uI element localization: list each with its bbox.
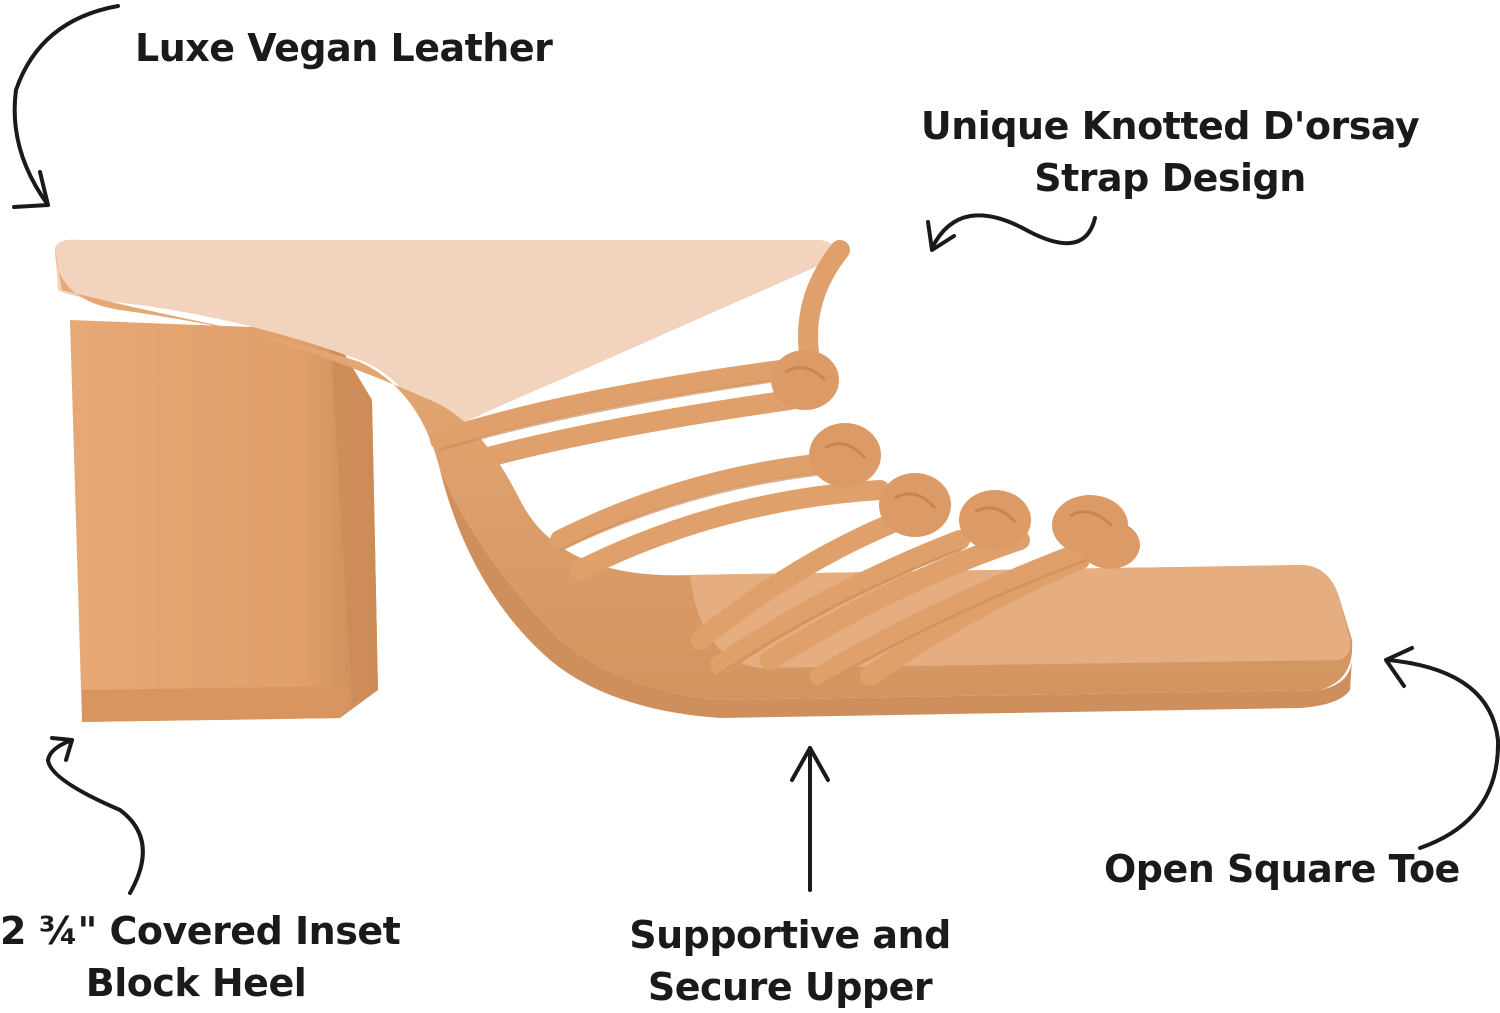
arrow-leather-icon: [12, 4, 120, 207]
arrow-strap-icon: [930, 213, 1097, 250]
callout-arrows: [12, 4, 1500, 895]
callout-supportive-upper: Supportive and Secure Upper: [628, 909, 952, 1013]
callout-block-heel: 2 ¾" Covered Inset Block Heel: [0, 905, 401, 1009]
callout-line: Strap Design: [1034, 156, 1306, 200]
callout-line: Open Square Toe: [1104, 847, 1460, 891]
callout-line: Block Heel: [85, 961, 307, 1005]
arrow-heel-icon: [46, 738, 145, 895]
knotted-straps: [430, 240, 1110, 688]
block-heel: [70, 320, 378, 722]
arrow-toe-icon: [1386, 658, 1500, 850]
callout-luxe-vegan-leather: Luxe Vegan Leather: [135, 22, 553, 74]
callout-line: Secure Upper: [647, 965, 933, 1009]
callout-knotted-strap: Unique Knotted D'orsay Strap Design: [920, 100, 1420, 204]
callout-line: Unique Knotted D'orsay: [920, 104, 1420, 148]
callout-line: Supportive and: [629, 913, 951, 957]
callout-line: Luxe Vegan Leather: [135, 26, 553, 70]
strap-knots: [771, 350, 1140, 569]
callout-line: 2 ¾" Covered Inset: [0, 909, 401, 953]
callout-open-square-toe: Open Square Toe: [1104, 843, 1460, 895]
